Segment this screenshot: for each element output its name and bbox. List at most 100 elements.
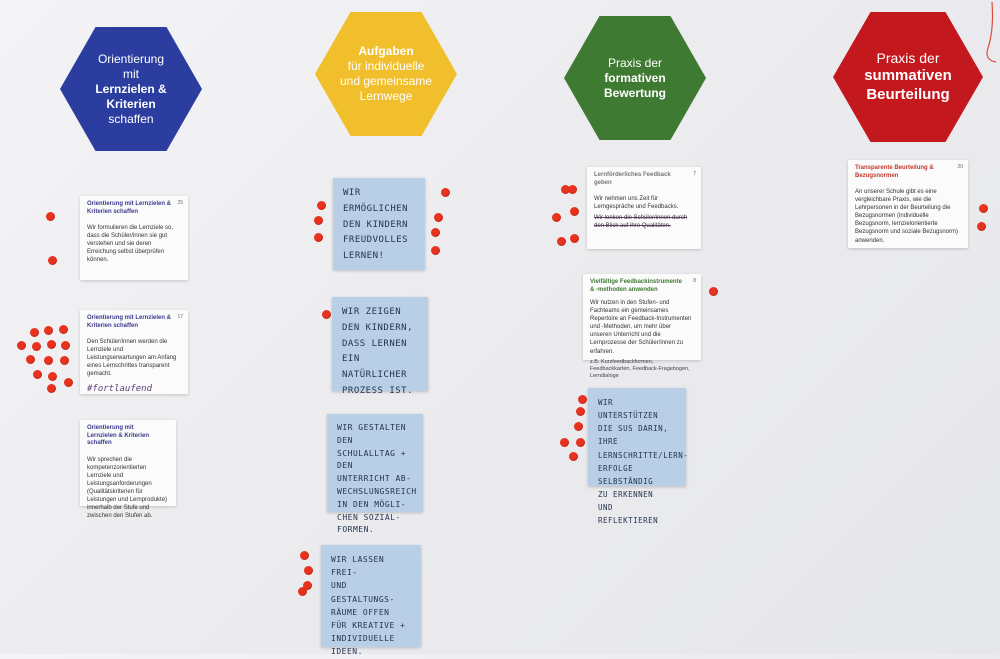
hexagon-line: für individuelle (347, 59, 425, 73)
sticky-line: erfolge selbständig (598, 463, 654, 486)
sticky-line: Wir gestalten den (337, 423, 407, 445)
sticky-line: Ideen. (331, 647, 363, 657)
vote-dot (560, 438, 569, 447)
vote-dot (300, 551, 309, 560)
vote-dot (304, 566, 313, 575)
sticky-line: die SuS darin, ihre (598, 424, 669, 447)
sticky-line: dass Lernen (342, 338, 408, 349)
sticky-line: Wir ermöglichen (343, 188, 409, 214)
sticky-line: zu erkennen (598, 489, 654, 499)
card-text: Wir nehmen uns Zeit für Lerngespräche un… (594, 196, 679, 211)
vote-dot (576, 407, 585, 416)
vote-dot (298, 587, 307, 596)
vote-dot (48, 256, 57, 265)
vote-dot (574, 422, 583, 431)
vote-dot (317, 201, 326, 210)
vote-dot (314, 233, 323, 242)
sticky-line: Unterricht ab- (337, 474, 412, 484)
vote-dot (33, 370, 42, 379)
vote-dot (552, 213, 561, 222)
vote-dot (314, 216, 323, 225)
hexagon-summative-beurteilung: Praxis der summativen Beurteilung (833, 12, 983, 142)
criteria-card: 25 Orientierung mit Lernzielen & Kriteri… (80, 196, 188, 280)
hexagon-line: Lernzielen & (95, 81, 167, 96)
vote-dot (569, 452, 578, 461)
vote-dot (431, 246, 440, 255)
vote-dot (431, 228, 440, 237)
card-text: Den Schüler/innen werden die Lernziele u… (87, 339, 177, 378)
card-text: Wir lenken die Schüler/innen durch den B… (594, 215, 688, 230)
sticky-line: formen. (337, 525, 375, 535)
card-heading: Orientierung mit Lernzielen & Kriterien … (87, 315, 172, 329)
criteria-card: 7 Lernförderliches Feedback geben Wir ne… (587, 167, 701, 249)
pen-mark (986, 1, 997, 63)
card-number: 25 (177, 200, 183, 206)
card-number: 17 (177, 314, 183, 320)
hexagon-line: Bewertung (603, 85, 666, 100)
vote-dot (47, 384, 56, 393)
vote-dot (44, 356, 53, 365)
card-number: 8 (693, 278, 696, 284)
sticky-line: Prozess ist. (342, 385, 414, 396)
vote-dot (303, 581, 312, 590)
vote-dot (576, 438, 585, 447)
vote-dot (570, 234, 579, 243)
sticky-line: den Kindern, (342, 322, 414, 333)
handwritten-note: #fortlaufend (87, 384, 153, 395)
card-heading: Orientierung mit Lernzielen & Kriterien … (87, 201, 172, 215)
hexagon-line: schaffen (108, 111, 154, 126)
hexagon-line: und gemeinsame (339, 74, 433, 88)
sticky-line: Schulalltag + den (337, 448, 407, 471)
sticky-line: Lernen! (343, 251, 385, 261)
sticky-line: Wir lassen frei- (331, 555, 385, 578)
vote-dot (47, 340, 56, 349)
sticky-line: räume offen (331, 607, 390, 617)
vote-dot (322, 310, 331, 319)
sticky-note: Wir zeigen den Kindern, dass Lernen ein … (332, 297, 428, 396)
criteria-card: Orientierung mit Lernzielen & Kriterien … (80, 420, 176, 519)
vote-dot (977, 222, 986, 231)
card-text: An unserer Schule gibt es eine vergleich… (855, 189, 959, 244)
card-heading: Lernförderliches Feedback geben (594, 172, 671, 186)
vote-dot (64, 378, 73, 387)
vote-dot (570, 207, 579, 216)
hexagon-line: Beurteilung (866, 85, 950, 103)
vote-dot (441, 188, 450, 197)
vote-dot (44, 326, 53, 335)
card-heading: Transparente Beurteilung & Bezugsnormen (855, 165, 934, 179)
vote-dot (578, 395, 587, 404)
sticky-line: Lernschritte/Lern- (598, 450, 689, 460)
hexagon-line: mit (123, 66, 139, 81)
criteria-card: 20 Transparente Beurteilung & Bezugsnorm… (848, 160, 968, 248)
card-text: Wir nutzen in den Stufen- und Fachteams … (590, 300, 692, 355)
sticky-note: Wir gestalten den Schulalltag + den Unte… (327, 414, 423, 534)
hexagon-line: formativen (604, 70, 666, 85)
sticky-line: Wir unterstützen (598, 398, 659, 421)
card-text: Wir sprechen die kompetenzorientierten L… (87, 456, 168, 520)
card-text: z.B. Kurzfeedbackformen, Feedbackkarten,… (590, 358, 690, 379)
vote-dot (17, 341, 26, 350)
hexagon-line: Lernwege (359, 89, 413, 103)
vote-dot (48, 372, 57, 381)
sticky-line: für kreative + (331, 620, 406, 630)
hexagon-line: Praxis der (607, 55, 663, 70)
sticky-line: chen Sozial- (337, 512, 401, 522)
criteria-card: 17 Orientierung mit Lernzielen & Kriteri… (80, 310, 188, 394)
vote-dot (60, 356, 69, 365)
hexagon-line: Kriterien (106, 96, 156, 111)
sticky-line: wechslungsreich (337, 486, 417, 496)
card-heading: Orientierung mit Lernzielen & Kriterien … (87, 425, 150, 446)
vote-dot (561, 185, 570, 194)
card-heading: Vielfältige Feedbackinstrumente & -metho… (590, 279, 682, 293)
hexagon-line: Praxis der (876, 49, 940, 66)
vote-dot (568, 185, 577, 194)
sticky-line: in den mögli- (337, 499, 407, 509)
vote-dot (26, 355, 35, 364)
vote-dot (59, 325, 68, 334)
hexagon-line: Aufgaben (358, 44, 414, 58)
vote-dot (434, 213, 443, 222)
criteria-card: 8 Vielfältige Feedbackinstrumente & -met… (583, 274, 701, 379)
hexagon-formative-bewertung: Praxis der formativen Bewertung (564, 16, 706, 140)
vote-dot (46, 212, 55, 221)
